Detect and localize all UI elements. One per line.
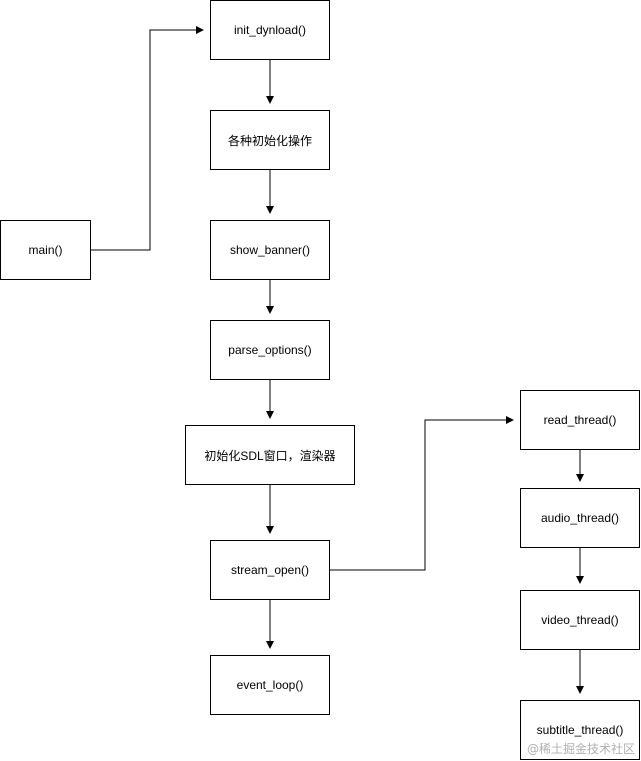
edge-main-to-init-dynload [91,26,204,251]
node-read-thread: read_thread() [520,390,640,450]
node-event-loop: event_loop() [210,655,330,715]
node-show-banner: show_banner() [210,220,330,280]
node-subtitle-thread: subtitle_thread() [520,700,640,760]
node-video-thread: video_thread() [520,590,640,650]
edge-stream-open-to-read-thread [330,416,514,571]
node-audio-thread: audio_thread() [520,488,640,548]
node-stream-open: stream_open() [210,540,330,600]
watermark-text: @稀土掘金技术社区 [526,742,635,756]
node-init-dynload: init_dynload() [210,0,330,60]
node-parse-options: parse_options() [210,320,330,380]
node-init-sdl: 初始化SDL窗口，渲染器 [185,425,355,485]
node-init-ops: 各种初始化操作 [210,110,330,170]
node-main: main() [0,220,91,280]
